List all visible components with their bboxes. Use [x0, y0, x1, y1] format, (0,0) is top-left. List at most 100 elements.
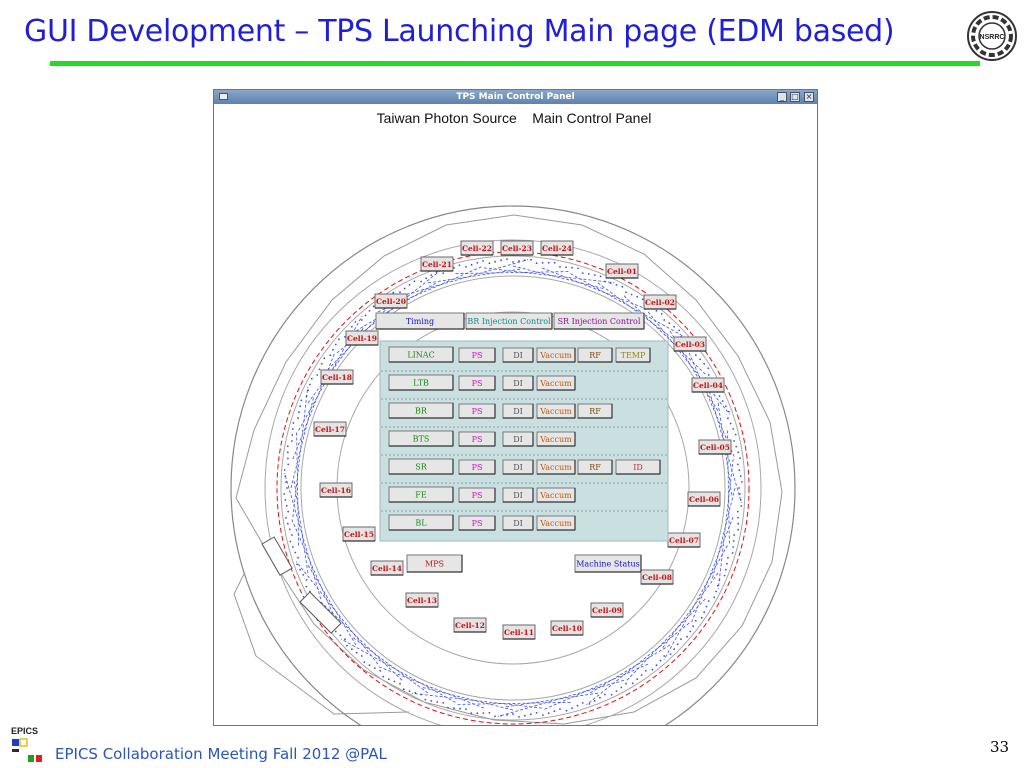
footer-text: EPICS Collaboration Meeting Fall 2012 @P…: [55, 745, 387, 763]
cell-label: Cell-16: [321, 486, 351, 495]
cell-button-10[interactable]: Cell-10: [550, 620, 584, 636]
cell-label: Cell-08: [642, 573, 672, 582]
cell-label: Cell-11: [504, 628, 534, 637]
cell-label: Cell-07: [669, 536, 699, 545]
machine-status-button-label: Machine Status: [576, 560, 640, 569]
slide-title: GUI Development – TPS Launching Main pag…: [24, 14, 895, 49]
cell-button-18[interactable]: Cell-18: [320, 369, 354, 385]
system-button-bl[interactable]: BL: [388, 514, 454, 531]
top-button-br-injection-control[interactable]: BR Injection Control: [465, 312, 553, 330]
cell-button-06[interactable]: Cell-06: [687, 491, 721, 507]
sub-bl-di-label: DI: [513, 519, 523, 528]
cell-button-17[interactable]: Cell-17: [313, 421, 347, 437]
sub-br-rf[interactable]: RF: [577, 403, 613, 419]
storage-ring-overview: Taiwan Photon Source Main Control Panel …: [230, 110, 796, 768]
sub-fe-vaccum[interactable]: Vaccum: [536, 487, 576, 503]
sub-sr-rf[interactable]: RF: [577, 459, 613, 475]
cell-label: Cell-03: [675, 340, 705, 349]
system-button-sr[interactable]: SR: [388, 458, 454, 475]
cell-button-11[interactable]: Cell-11: [502, 624, 536, 640]
sub-bts-vaccum[interactable]: Vaccum: [536, 431, 576, 447]
epics-logo: EPICS: [11, 726, 42, 762]
sub-fe-ps[interactable]: PS: [458, 487, 496, 503]
maximize-button[interactable]: □: [790, 92, 800, 102]
sub-sr-vaccum[interactable]: Vaccum: [536, 459, 576, 475]
system-button-bl-label: BL: [415, 519, 427, 528]
cell-button-23[interactable]: Cell-23: [500, 240, 534, 256]
sub-sr-di-label: DI: [513, 463, 523, 472]
cell-button-08[interactable]: Cell-08: [640, 569, 674, 585]
sub-ltb-di[interactable]: DI: [502, 375, 534, 391]
sub-sr-ps[interactable]: PS: [458, 459, 496, 475]
cell-label: Cell-19: [347, 334, 377, 343]
cell-label: Cell-24: [542, 244, 572, 253]
cell-button-19[interactable]: Cell-19: [345, 330, 379, 346]
cell-label: Cell-21: [422, 260, 452, 269]
cell-button-15[interactable]: Cell-15: [342, 526, 376, 542]
electron-orbit: [276, 251, 750, 725]
sub-ltb-vaccum[interactable]: Vaccum: [536, 375, 576, 391]
sub-bts-ps[interactable]: PS: [458, 431, 496, 447]
cell-button-24[interactable]: Cell-24: [540, 240, 574, 256]
sub-linac-rf[interactable]: RF: [577, 347, 613, 363]
sub-linac-vaccum[interactable]: Vaccum: [536, 347, 576, 363]
cell-button-01[interactable]: Cell-01: [605, 263, 639, 279]
system-button-linac[interactable]: LINAC: [388, 346, 454, 363]
cell-label: Cell-14: [372, 564, 402, 573]
sub-br-di[interactable]: DI: [502, 403, 534, 419]
sub-linac-temp[interactable]: TEMP: [615, 347, 651, 363]
cell-button-22[interactable]: Cell-22: [460, 240, 494, 256]
system-button-br[interactable]: BR: [388, 402, 454, 419]
sub-bl-vaccum-label: Vaccum: [539, 519, 572, 528]
system-button-ltb[interactable]: LTB: [388, 374, 454, 391]
cell-label: Cell-06: [689, 495, 719, 504]
machine-status-button[interactable]: Machine Status: [574, 554, 642, 573]
sub-linac-ps[interactable]: PS: [458, 347, 496, 363]
cell-button-07[interactable]: Cell-07: [667, 532, 701, 548]
sub-bl-vaccum[interactable]: Vaccum: [536, 515, 576, 531]
sub-br-ps[interactable]: PS: [458, 403, 496, 419]
close-button[interactable]: ×: [804, 92, 814, 102]
sub-linac-temp-label: TEMP: [621, 351, 646, 360]
system-button-fe[interactable]: FE: [388, 486, 454, 503]
window-content: Taiwan Photon Source Main Control Panel …: [214, 104, 817, 768]
sub-ltb-ps[interactable]: PS: [458, 375, 496, 391]
cell-button-05[interactable]: Cell-05: [698, 439, 732, 455]
cell-button-14[interactable]: Cell-14: [370, 560, 404, 576]
sub-sr-di[interactable]: DI: [502, 459, 534, 475]
cell-button-16[interactable]: Cell-16: [319, 482, 353, 498]
minimize-button[interactable]: _: [777, 92, 787, 102]
sub-fe-di[interactable]: DI: [502, 487, 534, 503]
system-button-bts[interactable]: BTS: [388, 430, 454, 447]
top-button-sr-injection-control-label: SR Injection Control: [558, 317, 641, 326]
cell-label: Cell-18: [322, 373, 352, 382]
cell-label: Cell-13: [407, 596, 437, 605]
nsrrc-logo: NSRRC: [967, 11, 1017, 61]
cell-button-21[interactable]: Cell-21: [420, 256, 454, 272]
sub-bts-di[interactable]: DI: [502, 431, 534, 447]
cell-button-09[interactable]: Cell-09: [590, 602, 624, 618]
system-button-br-label: BR: [415, 407, 428, 416]
top-button-sr-injection-control[interactable]: SR Injection Control: [553, 312, 645, 330]
top-button-timing[interactable]: Timing: [375, 312, 465, 330]
cell-button-04[interactable]: Cell-04: [691, 377, 725, 393]
sub-sr-id[interactable]: ID: [615, 459, 661, 475]
cell-button-13[interactable]: Cell-13: [405, 592, 439, 608]
sub-bl-di[interactable]: DI: [502, 515, 534, 531]
system-row-bl: BL PS DI Vaccum: [388, 514, 576, 531]
sub-br-rf-label: RF: [589, 407, 601, 416]
sub-linac-di[interactable]: DI: [502, 347, 534, 363]
window-menu-icon[interactable]: [219, 93, 228, 100]
sub-bl-ps[interactable]: PS: [458, 515, 496, 531]
sub-sr-id-label: ID: [633, 463, 643, 472]
cell-button-20[interactable]: Cell-20: [374, 293, 408, 309]
mps-button[interactable]: MPS: [406, 554, 463, 573]
window-titlebar[interactable]: TPS Main Control Panel _ □ ×: [214, 90, 817, 104]
sub-br-vaccum[interactable]: Vaccum: [536, 403, 576, 419]
cell-button-03[interactable]: Cell-03: [673, 336, 707, 352]
cell-button-12[interactable]: Cell-12: [453, 617, 487, 633]
cell-button-02[interactable]: Cell-02: [643, 294, 677, 310]
cell-label: Cell-01: [607, 267, 637, 276]
